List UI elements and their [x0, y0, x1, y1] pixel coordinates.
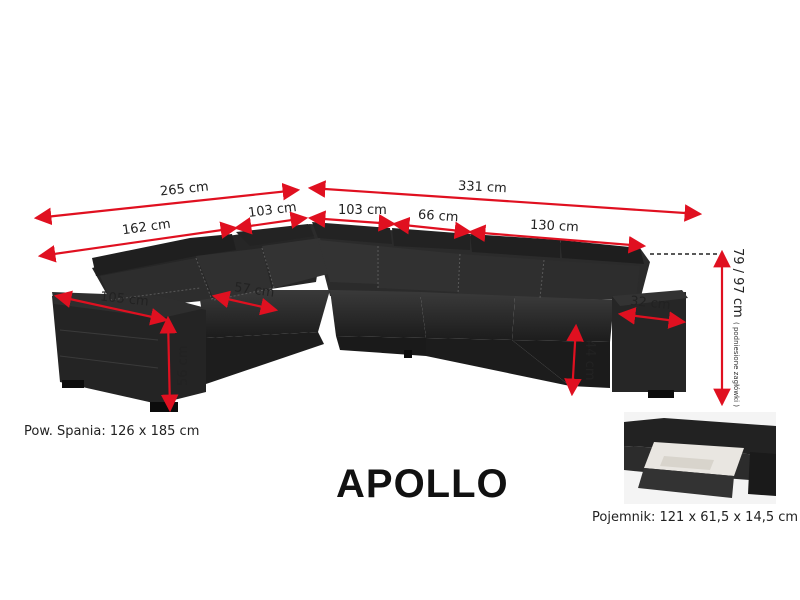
dim-back-height-note: ( podniesione zagłówki )	[732, 322, 740, 408]
dim-right-corner: 103 cm	[338, 203, 387, 218]
product-title: APOLLO	[336, 462, 509, 506]
storage-photo	[624, 412, 776, 504]
dimension-lines	[33, 180, 731, 413]
sleeping-area-caption: Pow. Spania: 126 x 185 cm	[24, 424, 200, 439]
dim-total-right: 331 cm	[457, 178, 508, 197]
dim-height-left: 56 cm	[176, 345, 191, 387]
dim-back-height: 79 / 97 cm	[730, 248, 745, 318]
dim-seat-height: 44 cm	[582, 340, 597, 381]
storage-caption: Pojemnik: 121 x 61,5 x 14,5 cm	[592, 510, 799, 525]
dim-right-seat: 130 cm	[529, 217, 580, 236]
dim-middle-seat: 66 cm	[417, 207, 459, 226]
